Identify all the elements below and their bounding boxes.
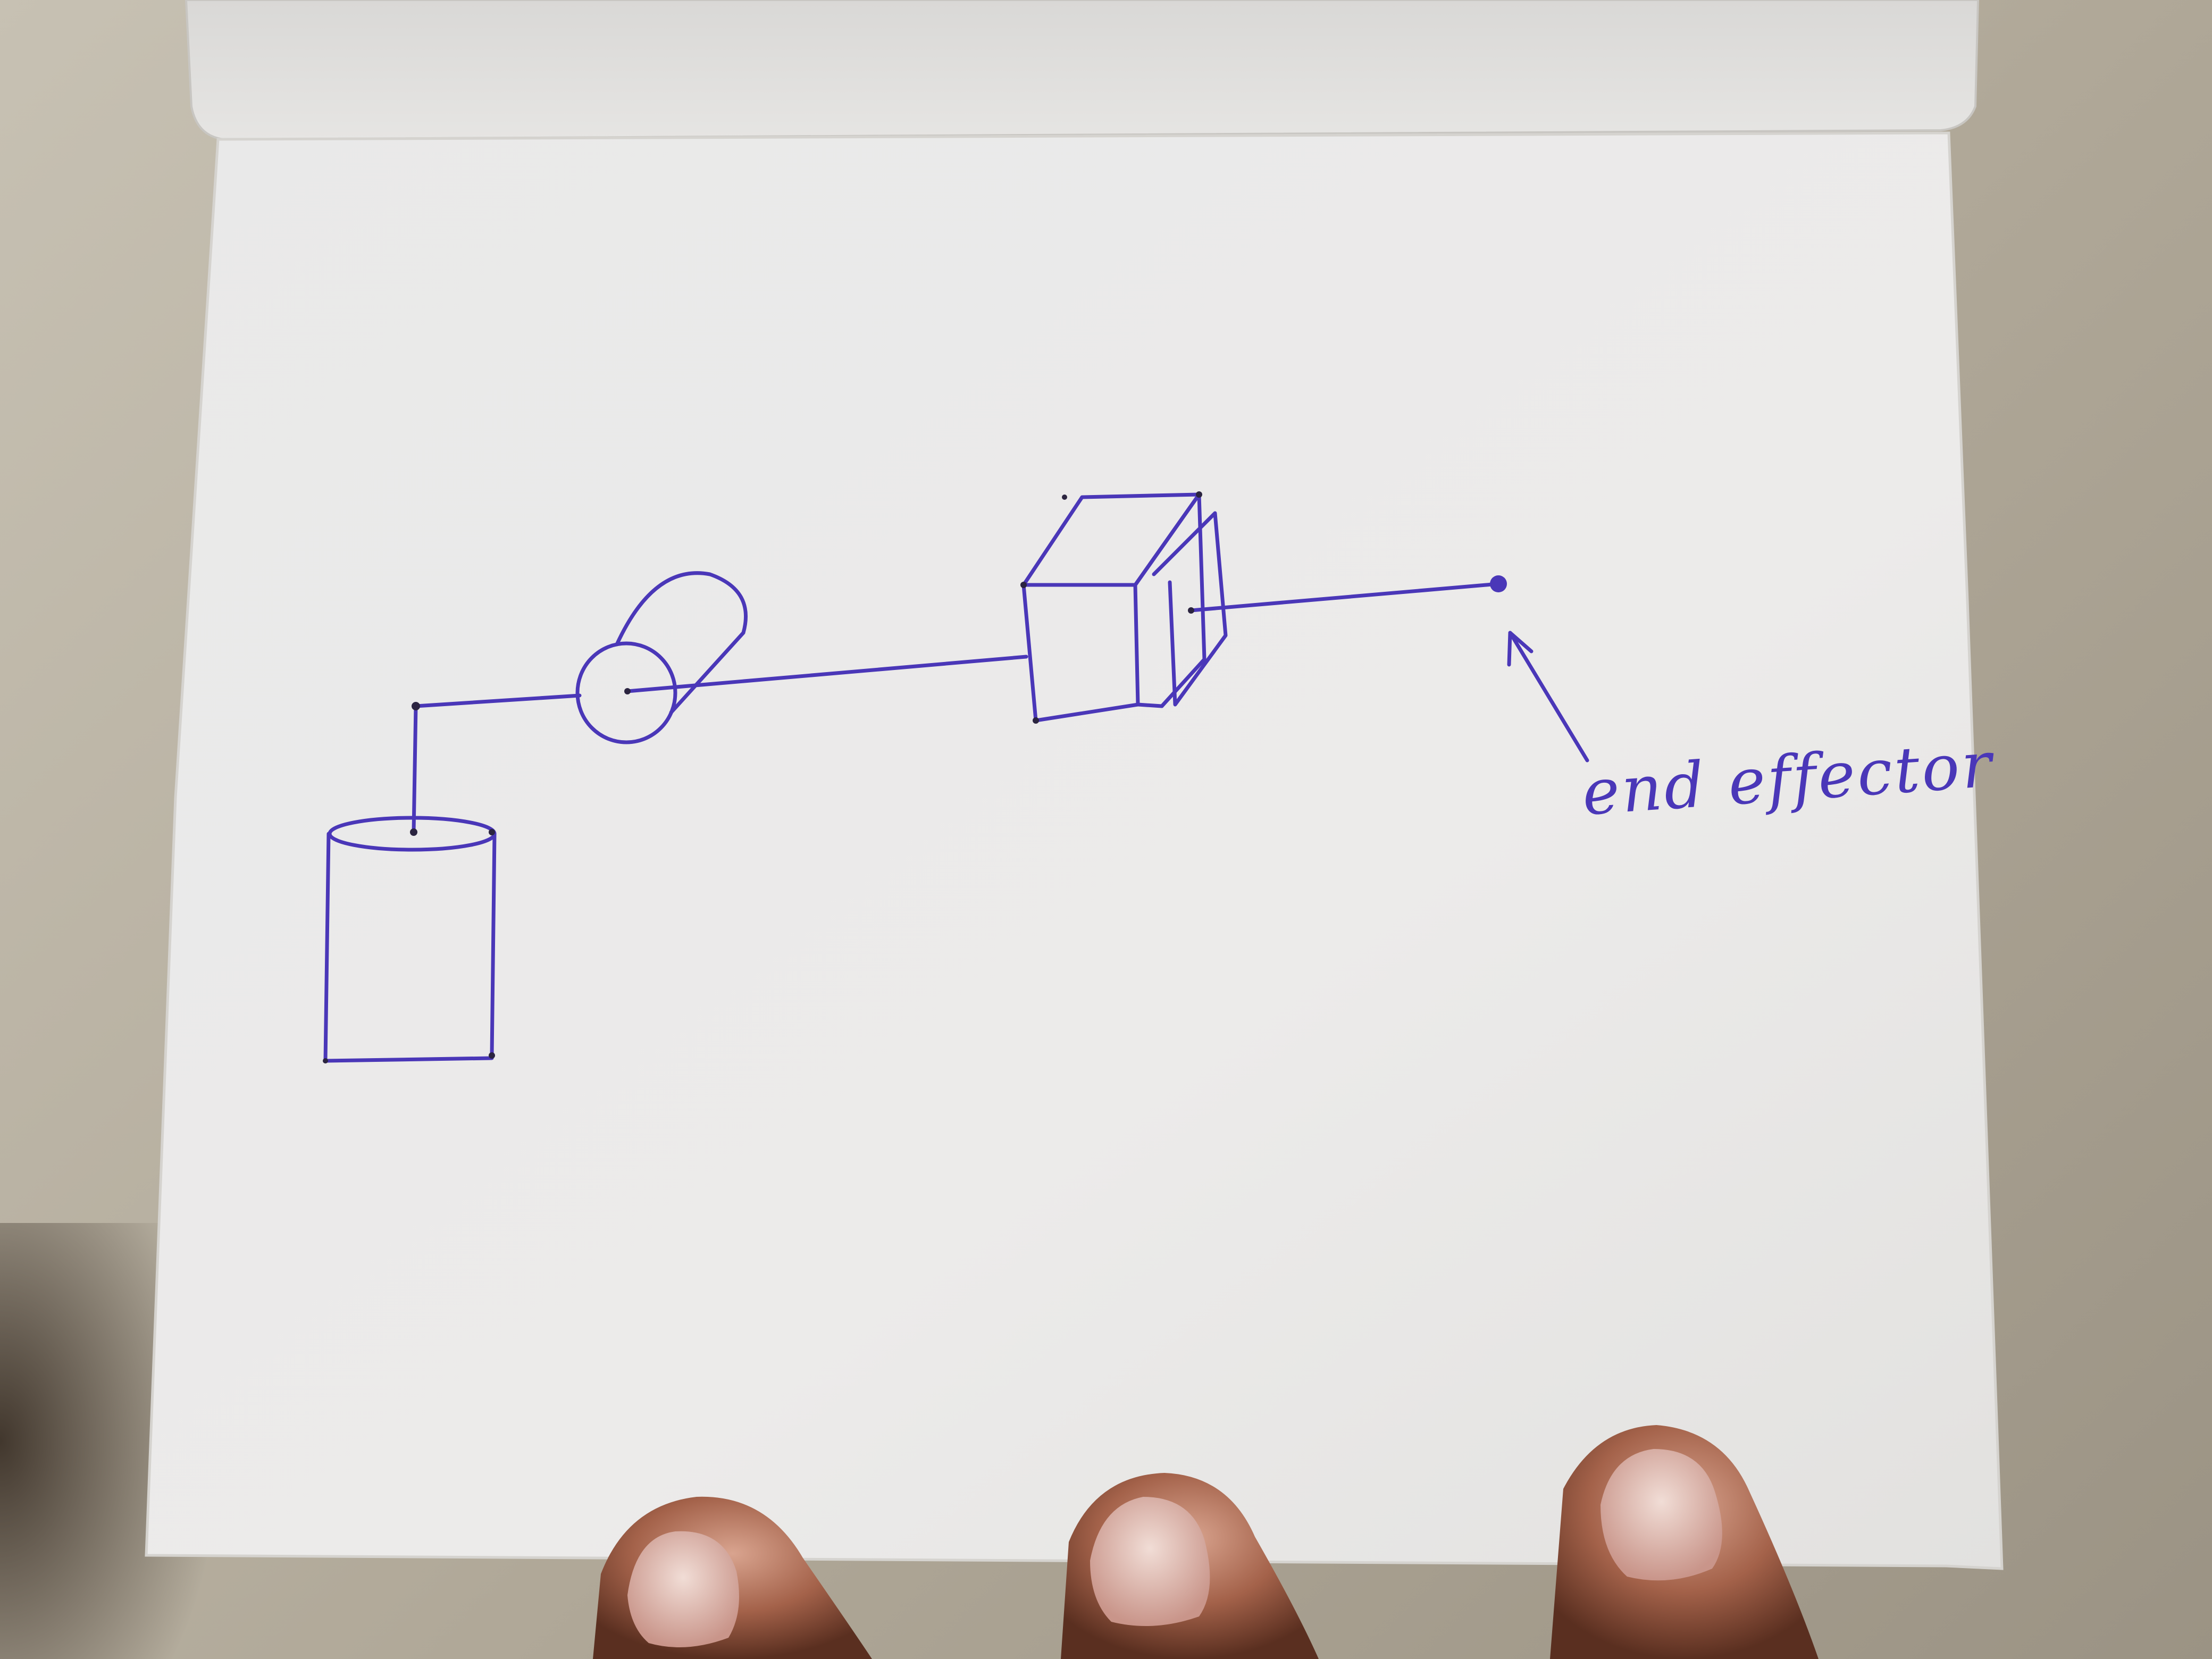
top-flipped-page [185, 0, 1980, 141]
finger-middle [1061, 1473, 1319, 1659]
first-horizontal-link [414, 693, 582, 708]
end-effector-point [1490, 575, 1507, 592]
finger-right [1550, 1425, 1819, 1659]
horizontal-cylinder-joint [575, 571, 748, 744]
robot-arm-sketch [323, 492, 1589, 1063]
finger-left [593, 1496, 872, 1659]
paper-sheet [145, 131, 2004, 1570]
long-link [625, 655, 1028, 693]
end-effector-link [1189, 582, 1501, 613]
joint-dots [323, 491, 1202, 1063]
cube-joint [1021, 492, 1228, 723]
fingers [593, 1425, 1819, 1659]
annotation-arrow [1507, 631, 1589, 763]
base-vertical-link [412, 704, 418, 834]
